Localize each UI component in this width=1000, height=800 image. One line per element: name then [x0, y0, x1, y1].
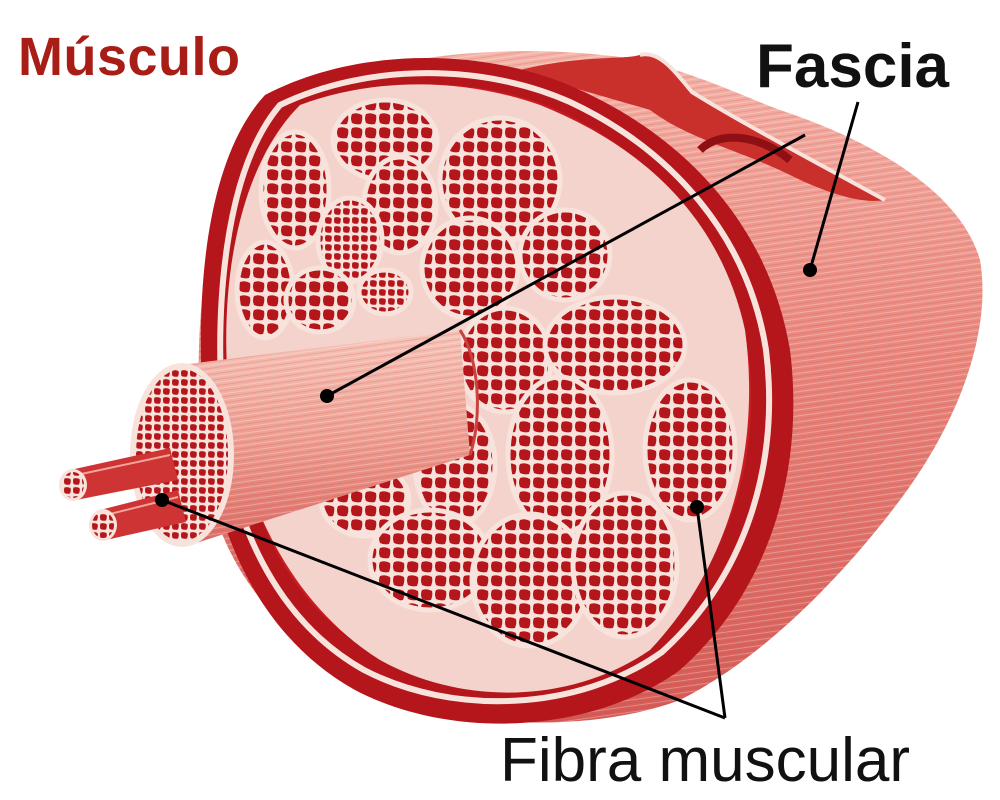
- fascia-label: Fascia: [756, 32, 950, 101]
- leader-dot-fiber-center: [320, 389, 334, 403]
- leader-dot-fiber-left: [155, 493, 169, 507]
- leader-line-fascia: [808, 101, 860, 271]
- leader-line-fiber-right: [695, 506, 727, 719]
- leader-dot-fascia: [803, 263, 817, 277]
- extracted-fascicle: [130, 329, 479, 547]
- fascia-flap: [520, 52, 886, 202]
- leader-line-fiber-left: [161, 498, 726, 720]
- diagram-title: Músculo: [18, 27, 241, 87]
- muscle-fiber-label: Fibra muscular: [500, 726, 910, 795]
- leader-lines: [161, 101, 860, 720]
- leader-dots: [155, 263, 817, 514]
- leader-dot-fiber-right: [690, 500, 704, 514]
- leader-line-fiber-center: [326, 133, 806, 398]
